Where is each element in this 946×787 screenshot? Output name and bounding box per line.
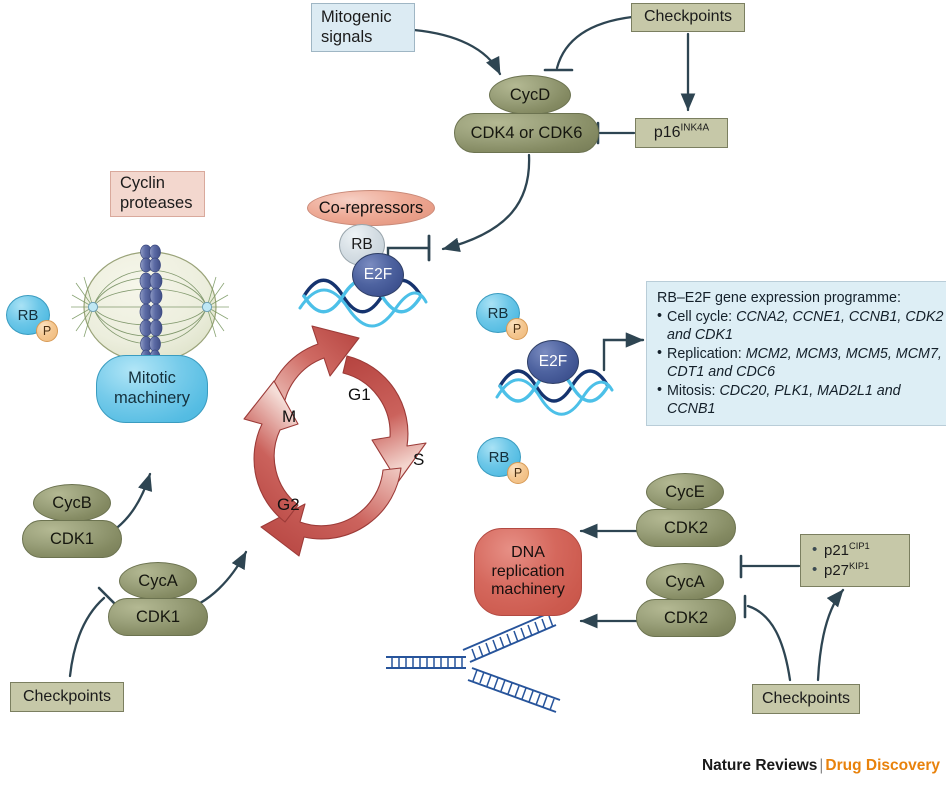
- cell-cycle-ring: [243, 325, 427, 557]
- e2f-active-circle: E2F: [527, 340, 579, 384]
- cyclin-proteases-label: Cyclin proteases: [120, 174, 193, 212]
- corepressors-label: Co-repressors: [318, 198, 424, 217]
- p16-box: p16INK4A: [635, 118, 728, 148]
- cdk4-cdk6-label: CDK4 or CDK6: [470, 123, 583, 142]
- gene-programme-heading: RB–E2F gene expression programme:: [657, 290, 901, 306]
- checkpoints-bottom-left-label: Checkpoints: [22, 687, 112, 705]
- corepressors-ellipse: Co-repressors: [307, 190, 435, 226]
- cycle-arrow-g2: [260, 467, 402, 557]
- cdk2-label-a: CDK2: [663, 608, 708, 627]
- cyce-label: CycE: [665, 482, 705, 501]
- cycle-label-g2: G2: [277, 495, 300, 514]
- footer-branding: Nature Reviews|Drug Discovery: [702, 757, 940, 775]
- checkpoints-bottom-left-box: Checkpoints: [10, 682, 124, 712]
- gene-programme-box: RB–E2F gene expression programme: Cell c…: [646, 281, 946, 426]
- dna-replication-machinery-node: DNA replication machinery: [474, 528, 582, 616]
- cycd-ellipse: CycD: [489, 75, 571, 115]
- cdk-inhibitor-item-1: p27KIP1: [811, 560, 899, 581]
- mitotic-machinery-node: Mitotic machinery: [96, 355, 208, 423]
- mitogenic-signals-label: Mitogenic signals: [321, 7, 392, 46]
- cdk2-label-e: CDK2: [663, 518, 708, 537]
- arrow-active-transcription: [602, 332, 645, 372]
- cycb-label: CycB: [52, 493, 92, 512]
- e2f-repressed-circle: E2F: [352, 253, 404, 297]
- cycle-arrow-m: [243, 380, 299, 523]
- cyclin-proteases-box: Cyclin proteases: [110, 171, 205, 217]
- phospho-label: P: [42, 324, 52, 338]
- cycle-arrow-s: [342, 355, 427, 483]
- line-checkpoint-to-cycacdk1: [68, 596, 106, 678]
- rb-label: RB: [17, 306, 39, 324]
- arrow-checkpoint-to-cycd: [555, 15, 634, 70]
- cdk-inhibitors-box: p21CIP1 p27KIP1: [800, 534, 910, 587]
- footer-separator: |: [819, 757, 824, 774]
- phospho-label-middle: P: [512, 322, 522, 336]
- cycb-ellipse: CycB: [33, 484, 111, 522]
- gene-programme-item-0: Cell cycle: CCNA2, CCNE1, CCNB1, CDK2 an…: [657, 307, 946, 344]
- footer-brand: Nature Reviews: [701, 757, 818, 774]
- cdk1-pill-b: CDK1: [22, 520, 122, 558]
- footer-journal: Drug Discovery: [825, 757, 940, 774]
- e2f-active-label: E2F: [538, 353, 568, 370]
- arrow-cycd-to-rbe2f: [441, 153, 531, 253]
- cycd-label: CycD: [509, 85, 551, 104]
- phospho-circle-right: P: [507, 462, 529, 484]
- cdk2-pill-e: CDK2: [636, 509, 736, 547]
- cdk1-label-a: CDK1: [135, 607, 180, 626]
- cdk-inhibitors-list: p21CIP1 p27KIP1: [811, 540, 899, 581]
- gene-programme-list: Cell cycle: CCNA2, CCNE1, CCNB1, CDK2 an…: [657, 307, 946, 418]
- cdk1-pill-a: CDK1: [108, 598, 208, 636]
- dna-replication-machinery-label: DNA replication machinery: [491, 543, 565, 599]
- arrow-checkpoint-to-cki: [816, 588, 845, 682]
- cycle-label-g1: G1: [348, 385, 371, 404]
- replication-fork: [386, 612, 561, 713]
- checkpoints-top-box: Checkpoints: [631, 3, 745, 32]
- cycle-label-m: M: [282, 407, 297, 426]
- line-checkpoint-to-cycacdk2: [746, 604, 792, 682]
- inhibit-bar-cycacdk1: [97, 586, 117, 606]
- checkpoints-bottom-right-box: Checkpoints: [752, 684, 860, 714]
- checkpoints-top-label: Checkpoints: [643, 8, 733, 26]
- rb-grey-label: RB: [351, 236, 373, 253]
- rb-label-middle: RB: [487, 304, 509, 322]
- cyca-ellipse-cdk2: CycA: [646, 563, 724, 601]
- mitogenic-signals-box: Mitogenic signals: [311, 3, 415, 52]
- phospho-circle-left: P: [36, 320, 58, 342]
- rb-label-right: RB: [488, 448, 510, 466]
- cdk1-label-b: CDK1: [49, 529, 94, 548]
- phospho-label-right: P: [513, 466, 523, 480]
- cycle-label-s: S: [413, 450, 425, 469]
- mitotic-spindle: [71, 244, 229, 376]
- mitotic-machinery-label: Mitotic machinery: [113, 369, 191, 407]
- e2f-repressed-label: E2F: [363, 266, 393, 283]
- gene-programme-item-2: Mitosis: CDC20, PLK1, MAD2L1 and CCNB1: [657, 381, 946, 418]
- cdk2-pill-a: CDK2: [636, 599, 736, 637]
- cyce-ellipse: CycE: [646, 473, 724, 511]
- cdk-inhibitor-item-0: p21CIP1: [811, 540, 899, 561]
- phospho-circle-middle: P: [506, 318, 528, 340]
- gene-programme-item-1: Replication: MCM2, MCM3, MCM5, MCM7, CDT…: [657, 344, 946, 381]
- cdk4-cdk6-pill: CDK4 or CDK6: [454, 113, 599, 153]
- p16-label: p16INK4A: [653, 122, 710, 141]
- cyca-label-cdk2: CycA: [665, 572, 705, 591]
- arrow-mitogenic-to-cycd: [412, 28, 502, 76]
- cyca-label-cdk1: CycA: [138, 571, 178, 590]
- cyca-ellipse-cdk1: CycA: [119, 562, 197, 600]
- checkpoints-bottom-right-label: Checkpoints: [761, 689, 851, 707]
